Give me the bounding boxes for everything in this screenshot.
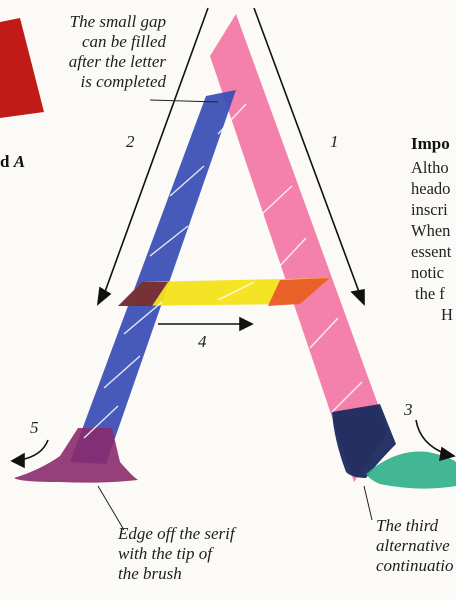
stroke-number-5: 5 (30, 418, 39, 438)
third-alternative-annotation: The third alternative continuatio (376, 516, 453, 576)
stroke-number-3: 3 (404, 400, 413, 420)
body-line: essent (411, 241, 456, 262)
body-line: the f (411, 283, 456, 304)
serif-annotation: Edge off the serif with the tip of the b… (118, 524, 235, 584)
arrow-3-head (440, 448, 454, 460)
stroke-number-1: 1 (330, 132, 339, 152)
left-caption: d A (0, 152, 25, 172)
body-paragraph: Altho heado inscri When essent notic the… (411, 157, 456, 325)
arrow-5-head (12, 454, 24, 467)
stroke-number-2: 2 (126, 132, 135, 152)
body-line: heado (411, 178, 456, 199)
body-line: When (411, 220, 456, 241)
arrow-4-head (240, 318, 252, 330)
gap-annotation: The small gap can be filled after the le… (56, 12, 166, 92)
left-caption-prefix: d (0, 152, 9, 171)
stroke-number-4: 4 (198, 332, 207, 352)
body-line: inscri (411, 199, 456, 220)
third-leader (364, 486, 372, 520)
body-line: H (411, 304, 456, 325)
red-letter-fragment (0, 18, 44, 118)
stroke-2-blue (70, 90, 236, 464)
body-line: notic (411, 262, 456, 283)
arrow-2-head (98, 288, 110, 304)
left-caption-letter: A (14, 152, 25, 171)
body-heading: Impo (411, 134, 450, 154)
arrow-1-head (352, 290, 364, 304)
body-line: Altho (411, 157, 456, 178)
